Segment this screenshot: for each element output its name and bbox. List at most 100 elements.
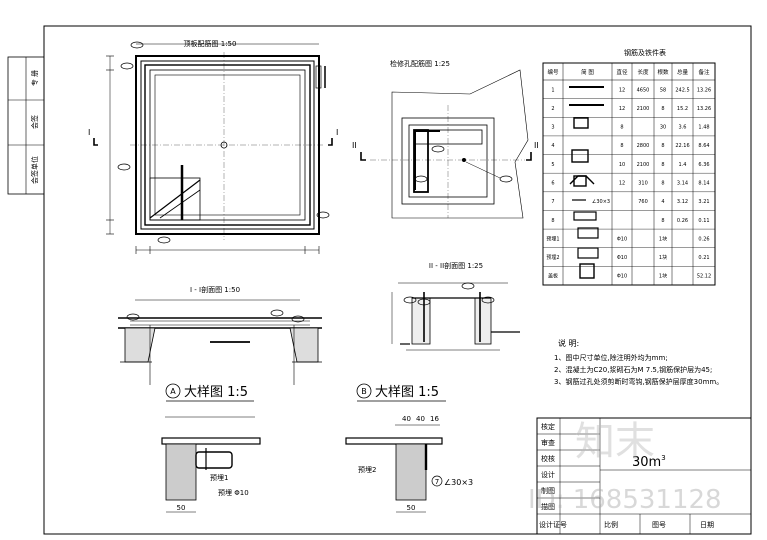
section-2-drawing: II - II剖面图 1:25 xyxy=(391,261,520,351)
detail-b-circle-label: B xyxy=(361,387,367,396)
table-cell: 760 xyxy=(638,199,648,205)
tb-row-3: 校核 xyxy=(541,454,555,463)
table-cell: 10 xyxy=(619,162,625,168)
detail-a-circle-label: A xyxy=(170,387,176,396)
table-cell: Φ10 xyxy=(617,236,627,242)
table-cell: 6.36 xyxy=(698,162,709,168)
detail-a-drawing: A 大样图 1:5 50 预埋1 预埋 Φ10 xyxy=(161,383,261,513)
table-cell: 310 xyxy=(638,181,648,187)
table-cell: 13.26 xyxy=(697,106,711,112)
strip-text-b: 会签 xyxy=(30,115,39,129)
section1-title: I - I剖面图 1:50 xyxy=(190,285,240,294)
table-header-2: 直径 xyxy=(616,68,628,76)
table-cell: 盖板 xyxy=(548,273,558,280)
table-cell: 8 xyxy=(551,218,554,224)
table-cell: 0.26 xyxy=(698,236,709,242)
detail-b-dim-3: 16 xyxy=(430,415,439,423)
table-cell: 预埋1 xyxy=(546,235,559,242)
tb-code-label: 设计证号 xyxy=(539,520,567,529)
detail-a-label-bar: 预埋1 xyxy=(210,473,228,482)
table-cell: 0.26 xyxy=(677,218,688,224)
table-header-0: 编号 xyxy=(547,68,559,76)
tb-row-5: 制图 xyxy=(541,486,555,495)
table-cell: 242.5 xyxy=(675,87,689,93)
detail-b-dim-1: 40 xyxy=(402,415,411,423)
table-title: 钢筋及铁件表 xyxy=(624,48,666,57)
tb-row-2: 审查 xyxy=(541,438,555,447)
table-cell: 8 xyxy=(661,143,664,149)
tb-volume: 30m3 xyxy=(632,454,666,470)
sheet-border xyxy=(43,25,752,535)
table-cell: 预埋2 xyxy=(546,254,559,261)
table-cell: 13.26 xyxy=(697,87,711,93)
table-cell: 6 xyxy=(551,181,554,187)
table-cell: 4 xyxy=(661,199,664,205)
table-cell: Φ10 xyxy=(617,274,627,280)
detail-b-title: 大样图 1:5 xyxy=(375,385,439,400)
plan-section-mark-right: I xyxy=(336,128,338,137)
watermark-logo: 知末 xyxy=(575,419,655,465)
table-cell: 1块 xyxy=(659,235,667,242)
table-cell: 12 xyxy=(619,87,625,93)
well-title: 检修孔配筋图 1:25 xyxy=(390,59,450,68)
table-cell: 3.6 xyxy=(679,125,687,131)
tb-row-1: 核定 xyxy=(541,422,555,431)
strip-text-c: 会签单位 xyxy=(30,156,39,184)
table-cell: 5 xyxy=(551,162,554,168)
section2-title: II - II剖面图 1:25 xyxy=(429,261,483,270)
table-header-3: 长度 xyxy=(637,68,649,76)
table-header-4: 根数 xyxy=(657,68,669,76)
well-section-mark-left: II xyxy=(352,141,357,150)
title-block: 核定 审查 校核 设计 制图 描图 设计证号 比例 图号 日期 30m3 xyxy=(536,417,752,535)
table-cell: 3.12 xyxy=(677,199,688,205)
plan-title: 顶板配筋图 1:50 xyxy=(184,39,237,48)
notes-block: 说 明: 1、图中尺寸单位,除注明外均为mm; 2、混凝土为C20,浆砌石为M … xyxy=(554,338,723,386)
note-2: 2、混凝土为C20,浆砌石为M 7.5,钢筋保护层为45; xyxy=(554,365,712,374)
table-cell: 1.48 xyxy=(698,125,709,131)
table-cell: 8 xyxy=(661,162,664,168)
table-cell: 3.14 xyxy=(677,181,688,187)
tb-row-4: 设计 xyxy=(541,470,555,479)
table-header-1: 简 图 xyxy=(581,68,594,76)
table-cell: 22.16 xyxy=(675,143,689,149)
notes-title: 说 明: xyxy=(558,338,579,348)
table-cell: 2800 xyxy=(637,143,650,149)
watermark: 知末 ID: 168531128 xyxy=(528,419,722,515)
note-1: 1、图中尺寸单位,除注明外均为mm; xyxy=(554,353,668,362)
tb-date-label: 日期 xyxy=(700,521,714,529)
detail-b-dim-2: 40 xyxy=(416,415,425,423)
watermark-id: ID: 168531128 xyxy=(528,485,722,515)
table-cell: 8 xyxy=(661,181,664,187)
table-cell: 52.12 xyxy=(697,274,711,280)
table-cell: 8 xyxy=(620,125,623,131)
detail-b-mark: 7 xyxy=(435,478,439,486)
table-cell: 1.4 xyxy=(679,162,687,168)
tb-drawing-no-label: 图号 xyxy=(652,521,666,529)
table-cell: 2 xyxy=(551,106,554,112)
table-cell: 0.11 xyxy=(698,218,709,224)
table-cell: 12 xyxy=(619,181,625,187)
left-signoff-strip: 专 册 会签 会签单位 xyxy=(7,56,45,195)
table-cell: 2100 xyxy=(637,106,650,112)
note-3: 3、钢筋过孔处须剪断时弯钩,钢筋保护层厚度30mm。 xyxy=(554,377,723,386)
table-cell: 8 xyxy=(661,218,664,224)
table-cell: 3.21 xyxy=(698,199,709,205)
table-cell: Φ10 xyxy=(617,255,627,261)
table-cell: 8 xyxy=(661,106,664,112)
table-header-5: 总量 xyxy=(677,68,689,76)
table-header-6: 备注 xyxy=(698,68,710,76)
detail-a-label-note: 预埋 Φ10 xyxy=(218,488,249,497)
plan-section-mark-left: I xyxy=(88,128,90,137)
table-cell: 4 xyxy=(551,143,554,149)
table-cell: 2100 xyxy=(637,162,650,168)
table-cell: 12 xyxy=(619,106,625,112)
table-cell: 1块 xyxy=(659,254,667,261)
table-cell: 0.21 xyxy=(698,255,709,261)
table-cell: 1 xyxy=(551,87,554,93)
table-cell: 8.64 xyxy=(698,143,709,149)
table-cell: 8.14 xyxy=(698,181,709,187)
table-cell: 8 xyxy=(620,143,623,149)
table-cell: 1块 xyxy=(659,273,667,280)
